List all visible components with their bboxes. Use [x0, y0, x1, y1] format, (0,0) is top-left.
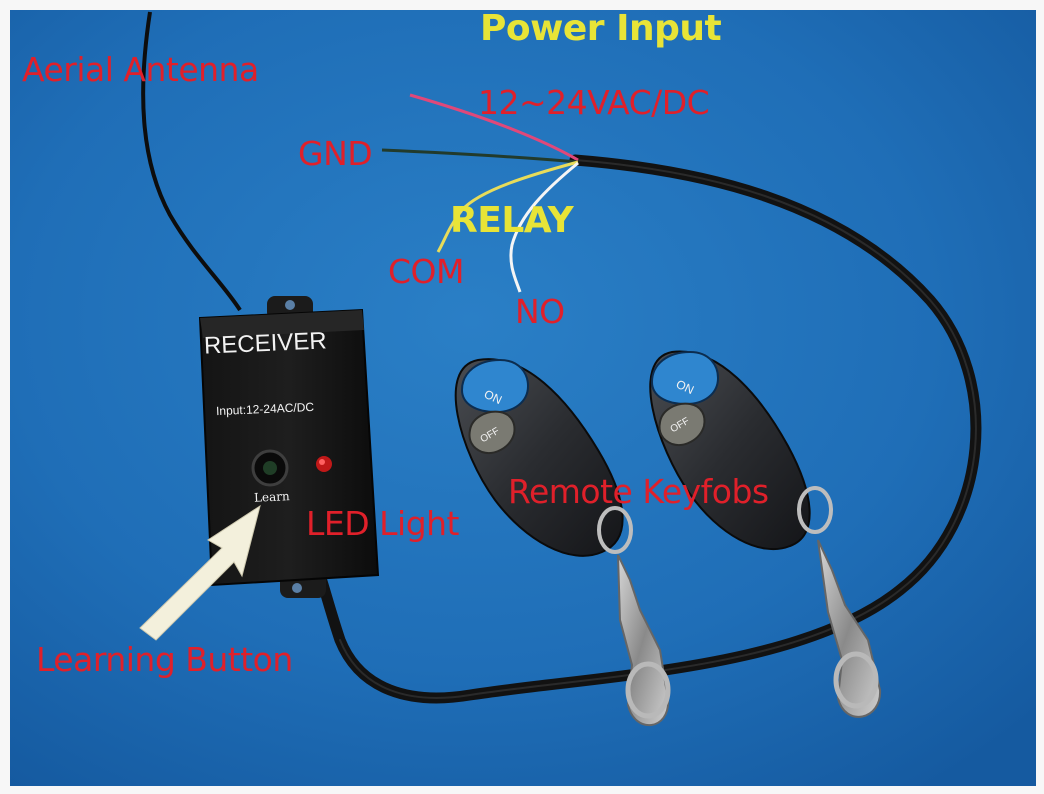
aerial-antenna-label: Aerial Antenna [22, 50, 259, 89]
relay-label: RELAY [450, 200, 574, 241]
com-label: COM [388, 252, 465, 291]
antenna-wire [141, 11, 242, 312]
learning-arrow [139, 504, 261, 641]
led-light-label: LED Light [306, 504, 460, 543]
receiver-title: RECEIVER [203, 327, 328, 360]
voltage-label: 12~24VAC/DC [478, 83, 710, 122]
power-input-label: Power Input [480, 8, 722, 49]
keyfob-1 [454, 358, 671, 726]
gnd-wire [381, 148, 579, 164]
no-label: NO [515, 292, 565, 331]
com-wire [436, 160, 579, 253]
learning-button-label: Learning Button [36, 640, 293, 679]
receiver-learn-label: Learn [253, 489, 290, 505]
red-wire [409, 93, 579, 162]
no-wire [509, 161, 579, 293]
gnd-label: GND [298, 134, 373, 173]
remote-keyfobs-label: Remote Keyfobs [508, 472, 769, 511]
keyfob-2 [649, 350, 882, 718]
